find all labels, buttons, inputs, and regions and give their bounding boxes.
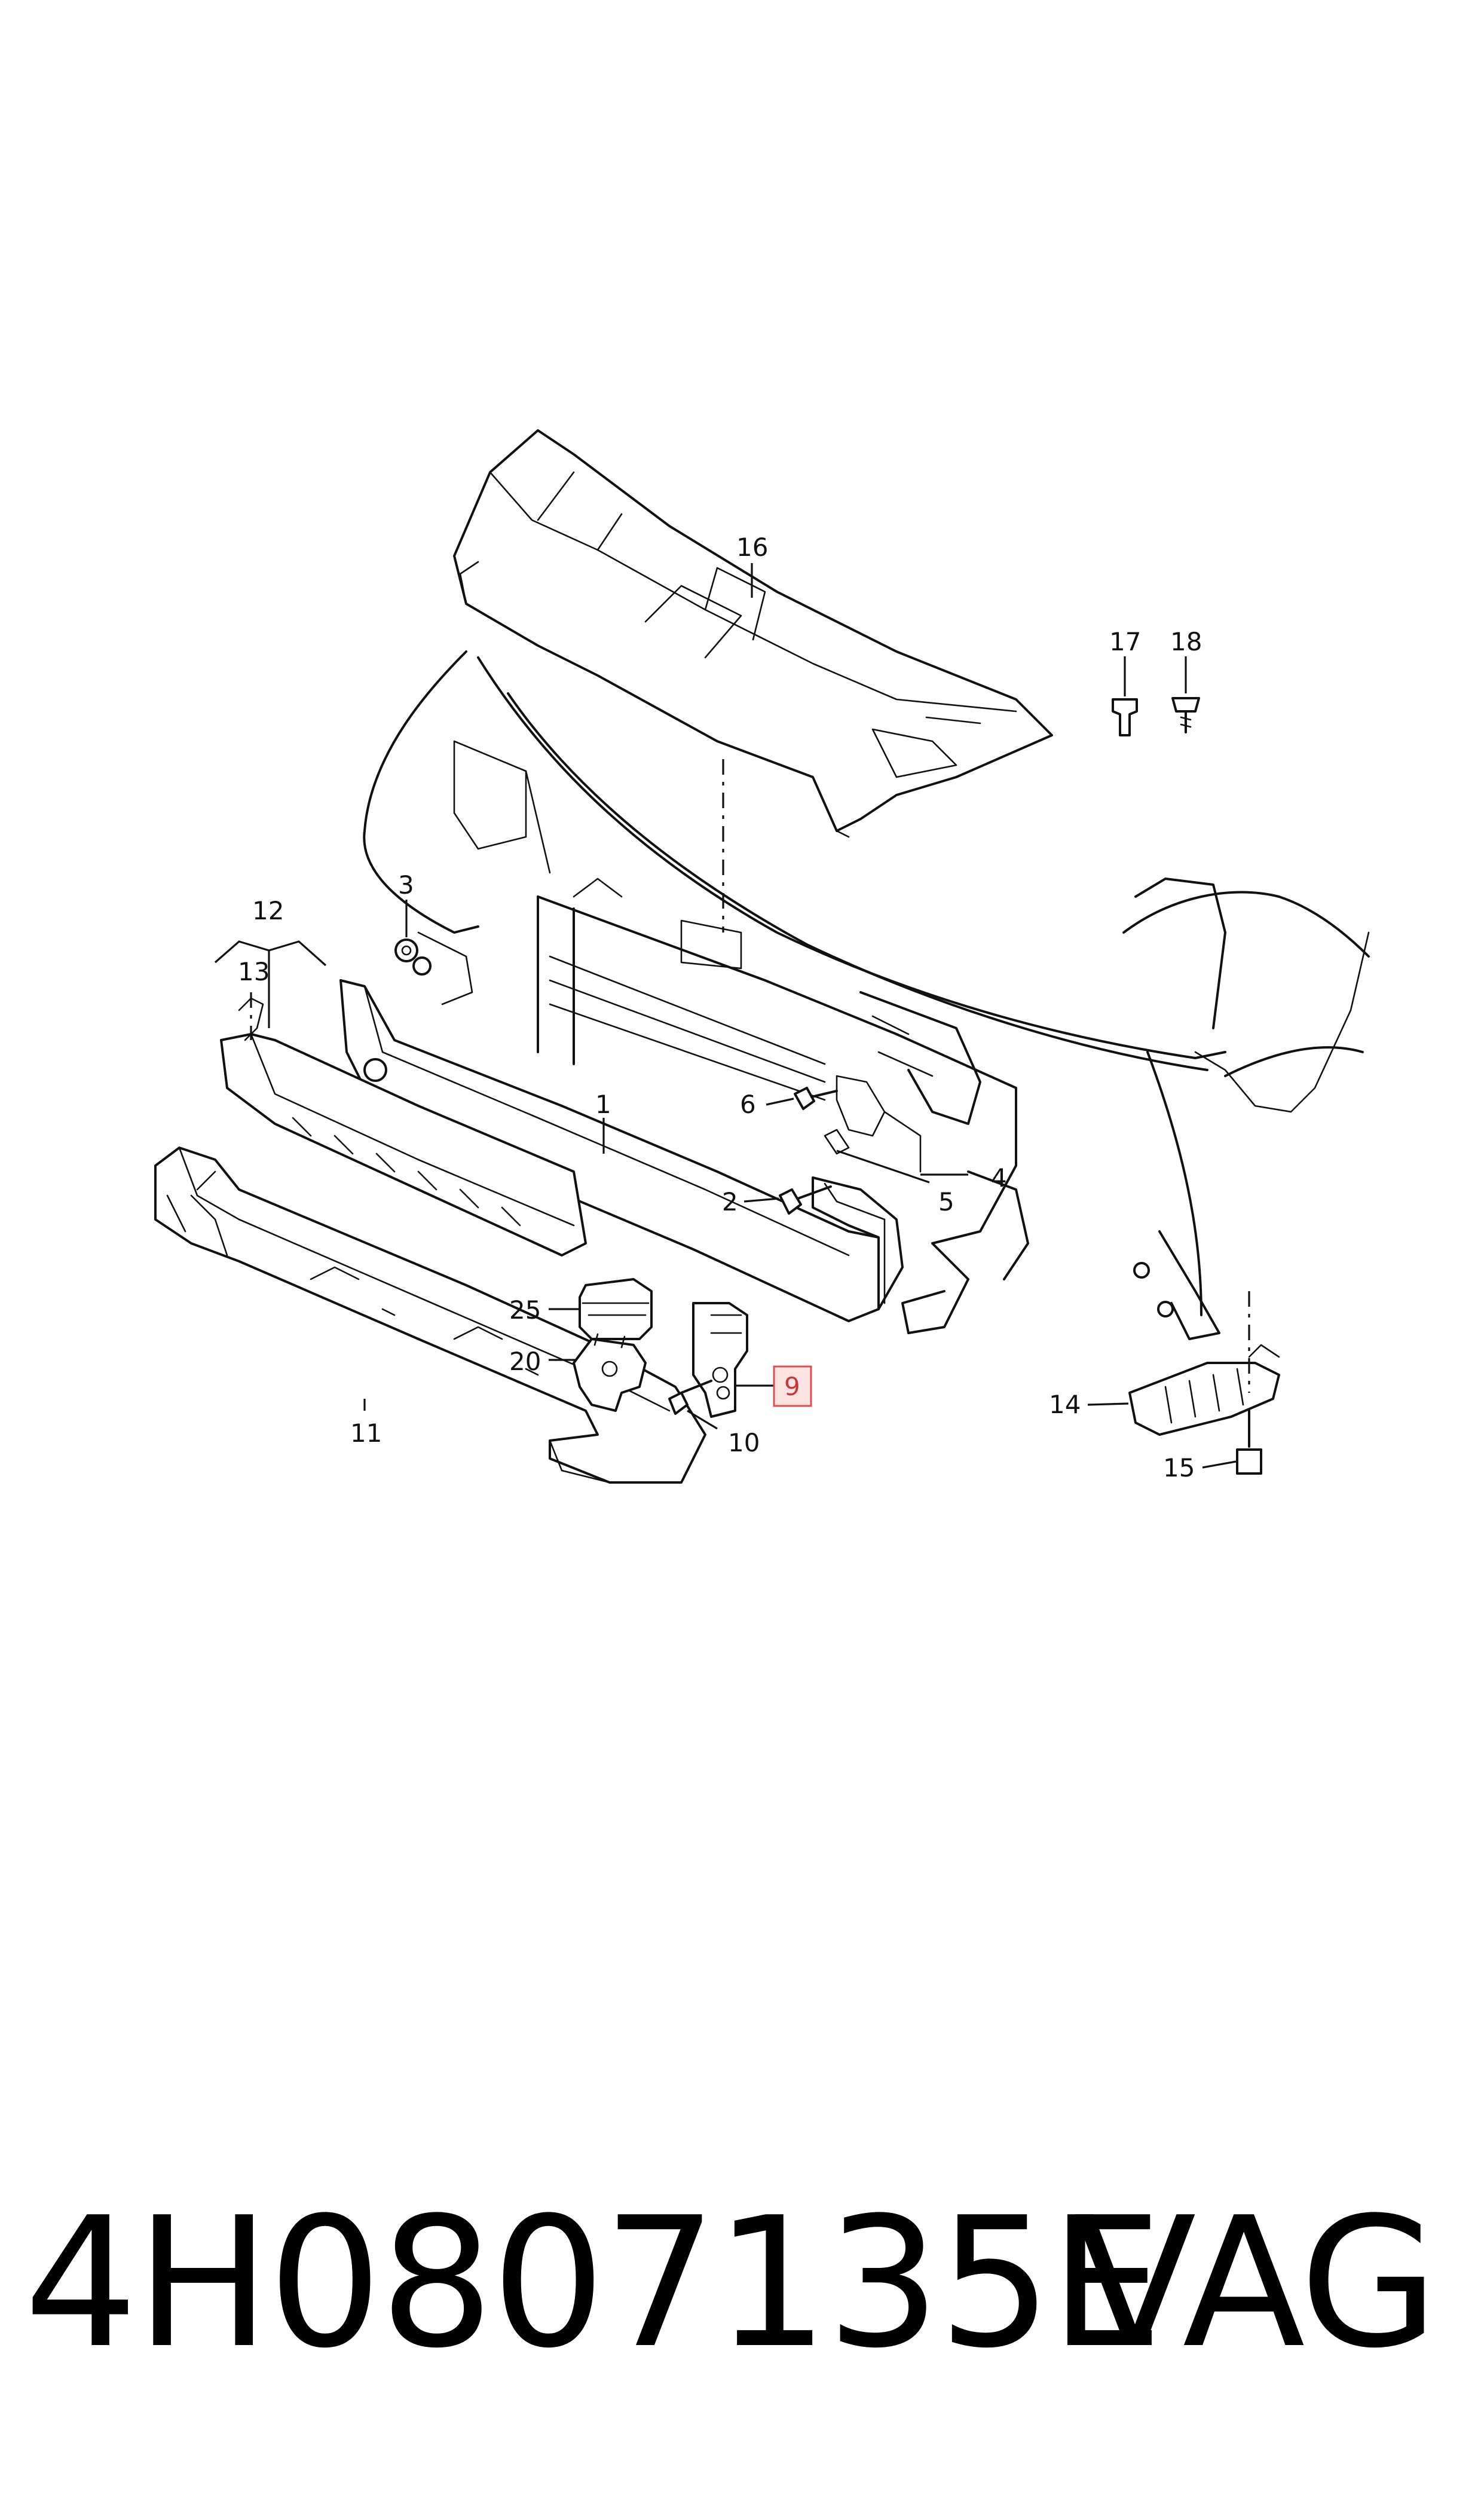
leader-line-14 <box>1087 1402 1129 1406</box>
part-12-energy-absorber <box>220 997 587 1257</box>
callout-3: 3 <box>398 870 414 900</box>
callout-11: 11 <box>350 1419 382 1448</box>
part-20-clip-bracket <box>573 1333 647 1412</box>
part-5-4-brackets <box>824 1075 922 1173</box>
callout-9-highlight <box>773 1365 812 1407</box>
part-3-nut <box>394 938 418 962</box>
part-16-upper-carrier <box>453 429 1053 838</box>
part-1-bumper-beam <box>339 979 904 1322</box>
part-11-lower-bracket <box>154 1147 706 1484</box>
callout-17: 17 <box>1109 627 1141 656</box>
callout-13: 13 <box>238 957 270 986</box>
fender-wheel-arch <box>1122 891 1370 1340</box>
part-18-screw <box>1171 697 1200 733</box>
leader-line-5 <box>836 1150 930 1184</box>
body-front-structure <box>363 650 1370 1334</box>
leader-line-2 <box>743 1197 779 1203</box>
leader-bracket-12 <box>214 940 327 1028</box>
callout-1: 1 <box>595 1090 611 1119</box>
leader-line-6 <box>766 1097 794 1106</box>
callout-18: 18 <box>1170 627 1202 656</box>
callout-15: 15 <box>1163 1453 1195 1482</box>
callout-6: 6 <box>740 1090 756 1119</box>
callout-5: 5 <box>938 1187 954 1216</box>
callout-25: 25 <box>509 1295 541 1325</box>
part-14-guide-bracket <box>1128 1344 1280 1436</box>
callout-10: 10 <box>728 1428 760 1457</box>
part-number: 4H0807135E <box>24 2179 1163 2387</box>
part-2-bolt <box>779 1185 832 1215</box>
callout-20: 20 <box>509 1347 541 1376</box>
part-17-clip <box>1112 698 1138 736</box>
callout-12: 12 <box>252 896 284 925</box>
leader-line-10 <box>687 1410 718 1430</box>
brand-name: VAG <box>1073 2179 1439 2387</box>
leader-line-15 <box>1202 1460 1237 1469</box>
callout-4: 4 <box>991 1163 1007 1193</box>
part-9-mounting-bracket <box>692 1302 748 1418</box>
callout-2: 2 <box>722 1187 738 1216</box>
part-10-bolt <box>668 1380 712 1415</box>
callout-9: 9 <box>784 1372 800 1401</box>
part-15-screw <box>1236 1410 1262 1475</box>
part-25-clip-housing <box>579 1278 653 1340</box>
part-6-bolt <box>794 1087 838 1110</box>
callout-16: 16 <box>736 533 768 562</box>
callout-14: 14 <box>1049 1390 1081 1419</box>
